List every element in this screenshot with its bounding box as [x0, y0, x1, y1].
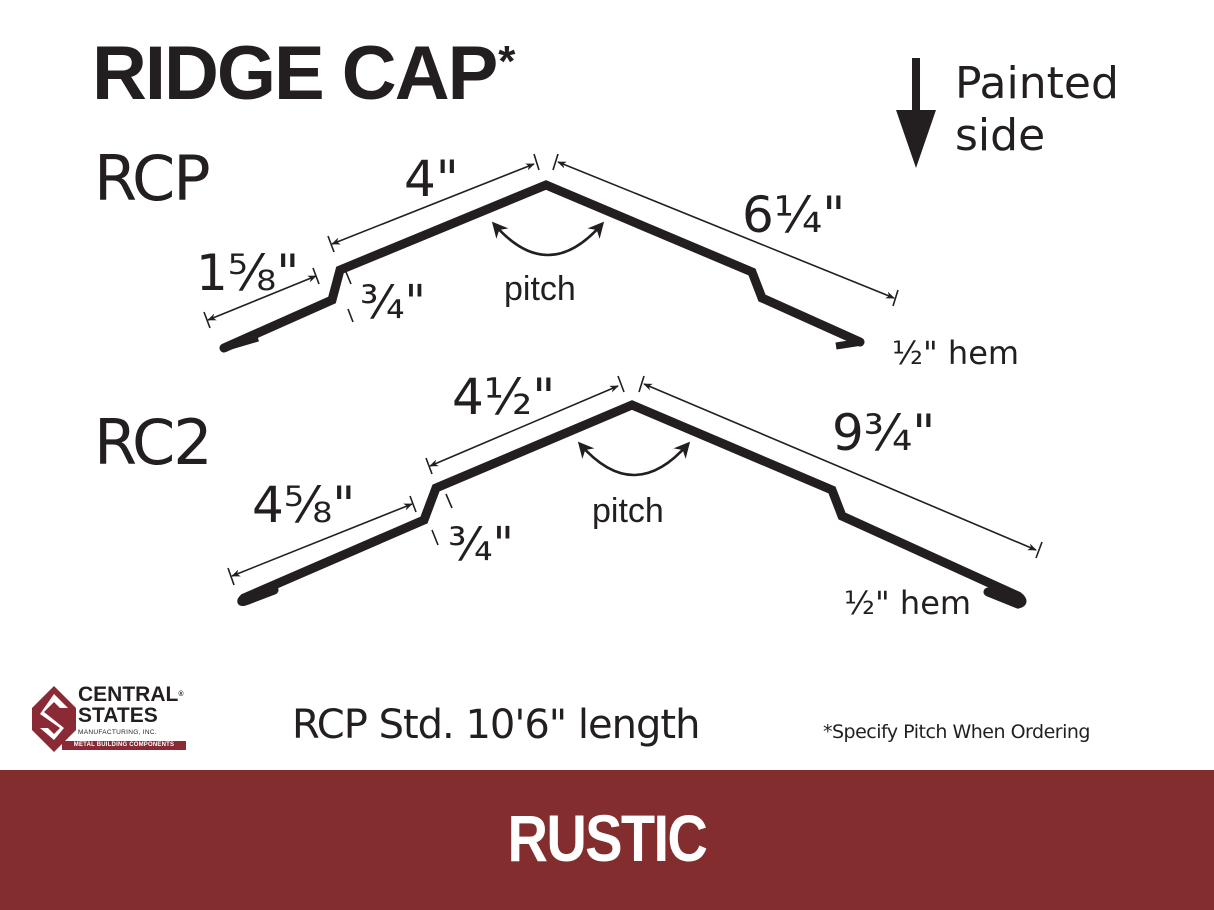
rc2-hem-label: ½" hem: [844, 584, 971, 622]
rc2-left-slope-label: 4½": [452, 368, 555, 426]
rcp-pitch-label: pitch: [504, 270, 576, 308]
painted-side-line2: side: [955, 110, 1046, 161]
rcp-hem-label: ½" hem: [892, 334, 1019, 372]
title-text: RIDGE CAP: [92, 31, 498, 116]
specify-pitch-note: *Specify Pitch When Ordering: [823, 721, 1090, 743]
rcp-left-flange-label: 1⅝": [196, 244, 299, 302]
rc2-right-slope-label: 9¾": [832, 404, 935, 462]
logo-line3: MANUFACTURING, INC.: [78, 729, 158, 736]
rc2-pitch-label: pitch: [592, 492, 664, 530]
logo-line2: STATES: [78, 704, 158, 727]
rcp-dimension-labels: 4" 6¼" 1⅝" ¾" pitch ½" hem: [196, 150, 1019, 372]
rc2-dimension-lines: [227, 375, 1043, 586]
rc2-offset-label: ¾": [448, 517, 514, 571]
rcp-left-slope-label: 4": [404, 150, 459, 208]
title-asterisk: *: [498, 37, 515, 86]
logo-line1: CENTRAL®: [78, 683, 184, 706]
logo-tagline: METAL BUILDING COMPONENTS: [62, 741, 186, 750]
rc2-left-flange-label: 4⅝": [252, 476, 355, 534]
rc2-dimension-labels: 4½" 9¾" 4⅝" ¾" pitch ½" hem: [252, 368, 971, 622]
rc2-profile-shape: [237, 400, 1027, 609]
ridge-cap-diagram: 4" 6¼" 1⅝" ¾" pitch ½" hem 4½" 9¾" 4⅝" ¾…: [196, 58, 1043, 622]
down-arrow-icon: [896, 58, 936, 168]
rcp-dimension-lines: [203, 153, 899, 329]
standard-length-note: RCP Std. 10'6" length: [292, 702, 700, 748]
painted-side-line1: Painted: [955, 58, 1119, 109]
logo-mark-icon: [32, 686, 76, 752]
color-banner: RUSTIC: [0, 770, 1214, 910]
page-title: RIDGE CAP*: [92, 36, 515, 112]
rcp-offset-label: ¾": [360, 275, 426, 329]
painted-side-legend: Painted side: [955, 58, 1119, 162]
profile-label-rcp: RCP: [94, 142, 211, 215]
rcp-right-slope-label: 6¼": [742, 186, 845, 244]
profile-label-rc2: RC2: [94, 406, 213, 479]
central-states-logo: CENTRAL® STATES MANUFACTURING, INC. META…: [30, 684, 200, 760]
color-name: RUSTIC: [507, 801, 708, 875]
